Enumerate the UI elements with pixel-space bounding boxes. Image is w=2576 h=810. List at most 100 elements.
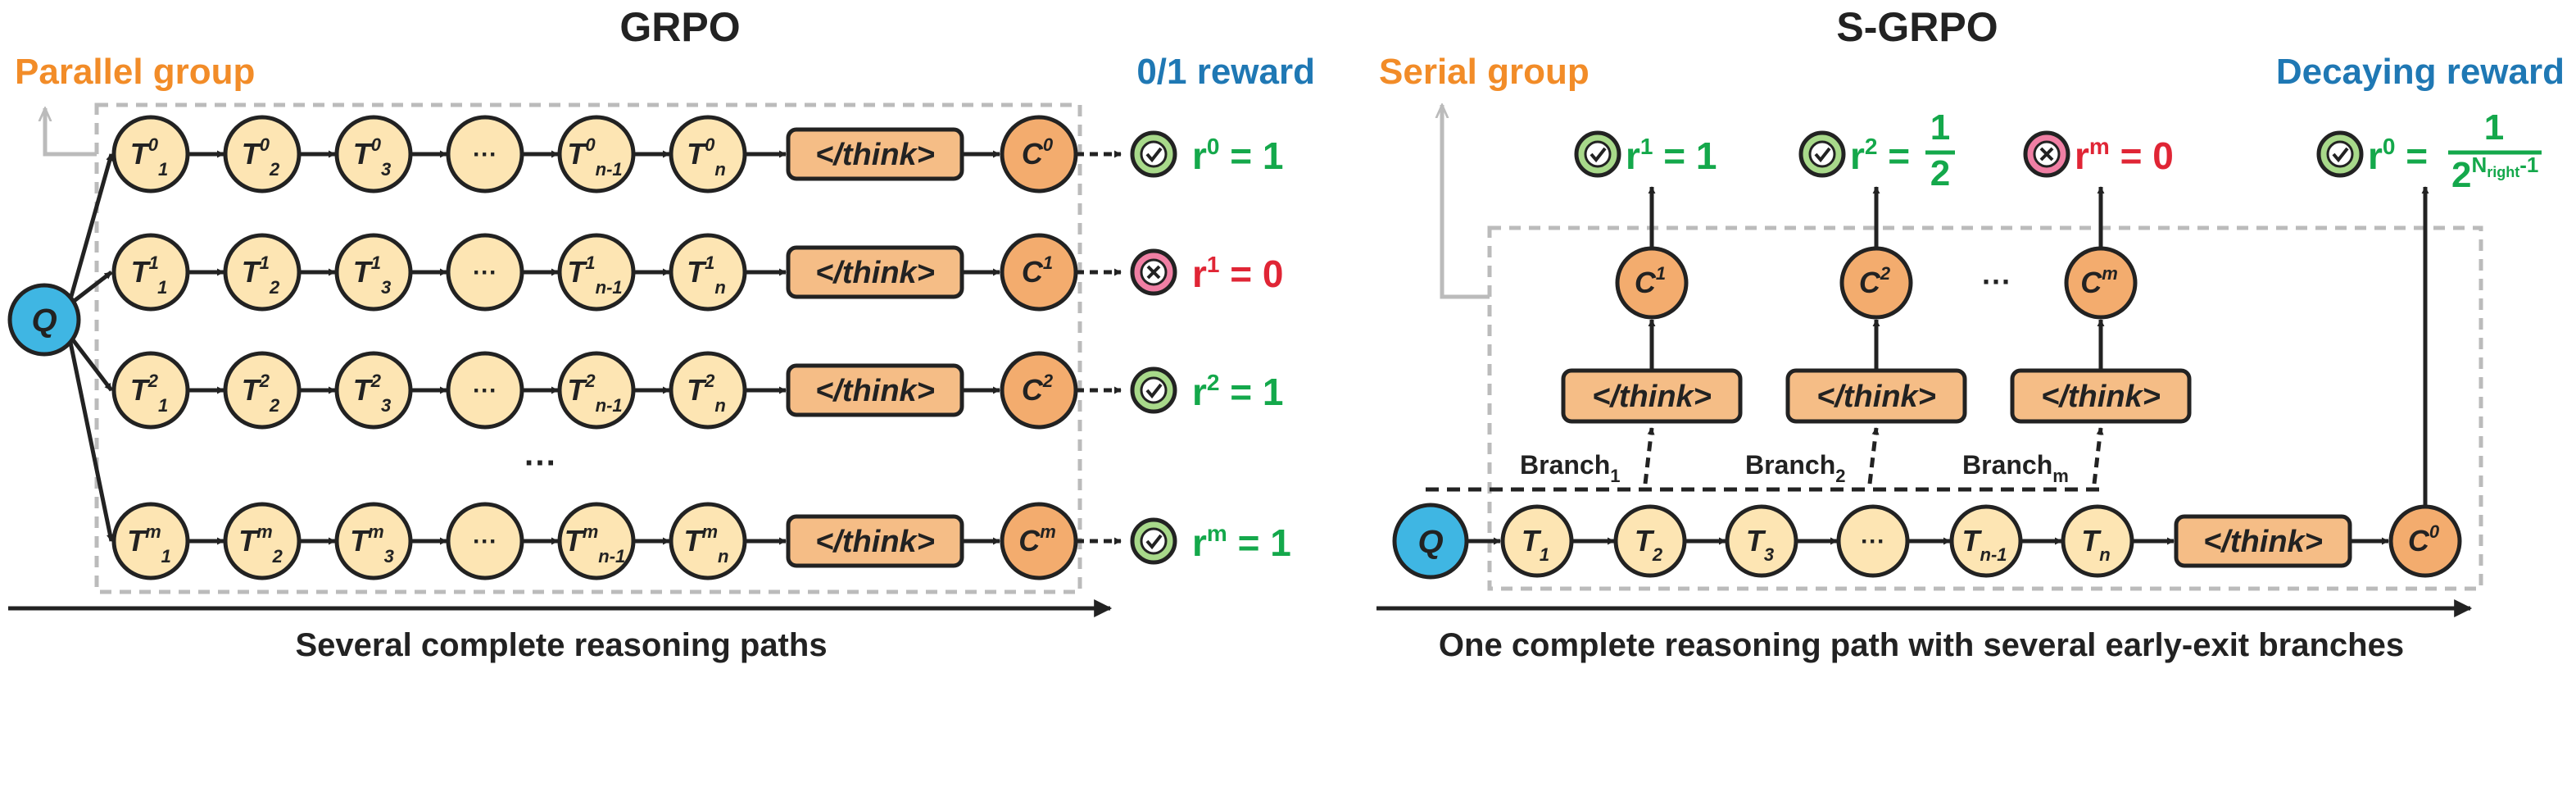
check-circle-icon xyxy=(1574,130,1621,178)
svg-text:</think>: </think> xyxy=(2041,380,2161,414)
svg-text:Tm1: Tm1 xyxy=(127,521,171,567)
left-group-bracket-arrow xyxy=(45,108,97,157)
svg-text:</think>: </think> xyxy=(2203,525,2323,559)
svg-text:C0: C0 xyxy=(1022,134,1054,171)
svg-text:T1n-1: T1n-1 xyxy=(567,253,622,298)
left-group-box xyxy=(94,102,1082,594)
think-end-box: </think> xyxy=(786,363,964,417)
svg-text:···: ··· xyxy=(473,141,497,168)
svg-text:Cm: Cm xyxy=(2080,263,2118,299)
right-reward-label: Decaying reward xyxy=(2276,52,2565,92)
q-branch-arrow xyxy=(66,334,114,542)
reward-value: r0 = 1 xyxy=(1192,134,1284,177)
think-end-box: </think> xyxy=(786,127,964,181)
svg-text:T01: T01 xyxy=(130,134,169,180)
thought-token-node: T1n-1 xyxy=(557,233,636,312)
right-group-bracket-arrow xyxy=(1442,105,1490,299)
svg-text:Tmn-1: Tmn-1 xyxy=(565,521,626,567)
right-title: S-GRPO xyxy=(1836,4,1998,50)
thought-token-node: Tn xyxy=(2061,504,2134,578)
svg-text:C1: C1 xyxy=(1022,253,1053,289)
thought-token-node: T03 xyxy=(334,115,413,193)
reward-value: r1 = 1 xyxy=(1626,134,1717,177)
left-group-label: Parallel group xyxy=(15,52,255,92)
svg-text:</think>: </think> xyxy=(1592,380,1712,414)
svg-text:T1n: T1n xyxy=(687,253,726,298)
check-circle-icon xyxy=(2316,130,2364,178)
think-end-box: </think> xyxy=(1785,368,1967,424)
reward-numerator: 1 xyxy=(2484,107,2504,148)
svg-text:Tmn: Tmn xyxy=(683,521,728,567)
svg-text:Q: Q xyxy=(1417,524,1443,560)
svg-text:Tm2: Tm2 xyxy=(238,521,283,567)
check-circle-icon xyxy=(1130,130,1177,178)
svg-text:T22: T22 xyxy=(242,371,280,416)
reward-denominator: 2 xyxy=(1930,153,1950,193)
conclusion-node: C0 xyxy=(1000,115,1078,193)
conclusion-node: C1 xyxy=(1615,246,1689,320)
thought-token-node: T13 xyxy=(334,233,413,312)
svg-text:C0: C0 xyxy=(2408,521,2440,557)
svg-text:C1: C1 xyxy=(1635,263,1666,299)
right-group-box xyxy=(1487,225,2483,591)
svg-text:···: ··· xyxy=(1861,528,1885,555)
think-end-box: </think> xyxy=(2010,368,2192,424)
svg-text:T23: T23 xyxy=(353,371,392,416)
thought-token-node: T23 xyxy=(334,351,413,430)
branch-ellipsis: ··· xyxy=(1982,265,2011,298)
ellipsis-node: ··· xyxy=(1836,504,1910,578)
reward-value: r0 = xyxy=(2368,134,2428,177)
svg-text:···: ··· xyxy=(473,377,497,404)
think-end-box: </think> xyxy=(2174,514,2352,568)
svg-text:T0n: T0n xyxy=(687,134,726,180)
reward-value: rm = 0 xyxy=(2075,134,2174,177)
ellipsis-node: ··· xyxy=(446,502,524,580)
svg-text:Cm: Cm xyxy=(1018,521,1056,557)
check-circle-icon xyxy=(1130,517,1177,565)
svg-text:T12: T12 xyxy=(242,253,280,298)
thought-token-node: T1 xyxy=(1500,504,1574,578)
thought-token-node: T1n xyxy=(669,233,747,312)
thought-token-node: T2 xyxy=(1613,504,1687,578)
think-end-box: </think> xyxy=(786,245,964,299)
svg-text:</think>: </think> xyxy=(815,374,935,408)
svg-text:Tn: Tn xyxy=(2081,524,2110,565)
reward-value: r2 = 1 xyxy=(1192,370,1284,413)
conclusion-node: Cm xyxy=(2064,246,2138,320)
svg-text:Tn-1: Tn-1 xyxy=(1962,524,2007,565)
right-caption: One complete reasoning path with several… xyxy=(1439,627,2404,663)
svg-text:T02: T02 xyxy=(242,134,280,180)
ellipsis-node: ··· xyxy=(446,233,524,312)
svg-text:T2n-1: T2n-1 xyxy=(567,371,622,416)
thought-token-node: Tmn-1 xyxy=(557,502,636,580)
branch-label: Branch2 xyxy=(1745,450,1846,486)
svg-text:</think>: </think> xyxy=(815,525,935,559)
left-row: T01 T02 T03 ··· T0n-1 T0n </think> C0 r0 = 1 xyxy=(66,115,1284,306)
reward-value: rm = 1 xyxy=(1192,521,1291,564)
svg-text:T03: T03 xyxy=(353,134,392,180)
ellipsis-node: ··· xyxy=(446,351,524,430)
early-exit-branch: Branch1 </think> C1 r1 = 1 xyxy=(1520,130,1743,486)
svg-text:T0n-1: T0n-1 xyxy=(567,134,622,180)
right-query-node: Q xyxy=(1392,503,1469,580)
reward-denominator: 2Nright-1 xyxy=(2451,152,2538,195)
branch-label: Branch1 xyxy=(1520,450,1621,486)
svg-text:</think>: </think> xyxy=(815,138,935,172)
conclusion-node: C1 xyxy=(1000,233,1078,312)
thought-token-node: Tm3 xyxy=(334,502,413,580)
thought-token-node: T0n-1 xyxy=(557,115,636,193)
left-row: Tm1 Tm2 Tm3 ··· Tmn-1 Tmn </think> Cm rm = 1 xyxy=(66,334,1291,580)
check-circle-icon xyxy=(1130,366,1177,414)
svg-text:T1: T1 xyxy=(1522,524,1549,565)
thought-token-node: T21 xyxy=(111,351,190,430)
left-reward-label: 0/1 reward xyxy=(1136,52,1315,92)
think-end-box: </think> xyxy=(1561,368,1743,424)
thought-token-node: Tm1 xyxy=(111,502,190,580)
